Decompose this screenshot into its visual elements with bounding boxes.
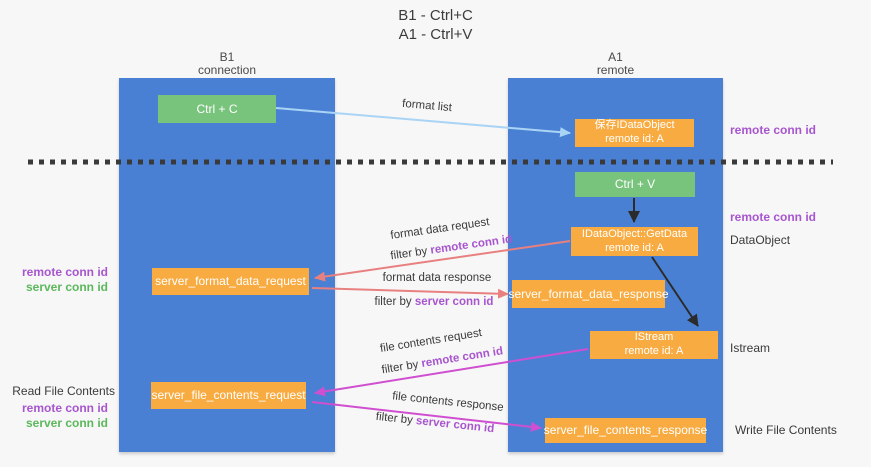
left-column-name: B1 [219,50,235,64]
ctrl-c-label: Ctrl + C [196,101,238,116]
format-data-response-label: format data response [382,272,492,284]
istream-line1: IStream [634,331,674,344]
bottom-left-remote-conn-id: remote conn id [21,401,108,415]
getdata-line1: IDataObject::GetData [581,227,688,240]
file-contents-response-label: file contents response [391,390,505,414]
server-format-data-response-box: server_format_data_response [508,280,669,308]
istream-box: IStream remote id: A [590,331,718,359]
left-server-conn-id: server conn id [25,280,108,294]
filter-server-conn-id-label-1: filter by server conn id [374,296,494,308]
server-format-data-response-label: server_format_data_response [508,286,669,301]
format-data-response-arrow [311,287,509,299]
save-dataobject-line1: 保存IDataObject [594,119,675,132]
read-file-contents-label: Read File Contents [12,384,115,398]
left-column-role: connection [197,63,257,77]
filter-prefix: filter by [380,358,420,377]
istream-line2: remote id: A [624,345,684,357]
dataobject-label: DataObject [730,233,791,247]
diagram-title: B1 - Ctrl+C A1 - Ctrl+V [0,6,871,44]
right-remote-conn-id-top: remote conn id [730,123,817,137]
filter-prefix: filter by [375,410,414,427]
remote-conn-id-key: remote conn id [429,233,513,257]
istream-side-label: Istream [730,341,771,355]
server-file-contents-response-label: server_file_contents_response [543,423,708,437]
ctrl-c-box: Ctrl + C [158,95,276,123]
filter-prefix: filter by [389,245,429,263]
right-remote-conn-id-mid: remote conn id [730,210,817,224]
write-file-contents-label: Write File Contents [735,423,837,437]
filter-prefix: filter by [374,296,412,308]
format-list-label: format list [401,97,453,115]
bottom-left-server-conn-id: server conn id [25,416,108,430]
ctrl-v-label: Ctrl + V [614,177,656,191]
server-format-data-request-box: server_format_data_request [152,268,309,295]
server-conn-id-key: server conn id [414,296,494,308]
server-file-contents-request-box: server_file_contents_request [151,382,306,409]
left-remote-conn-id: remote conn id [21,265,108,279]
right-column-name: A1 [608,50,623,64]
left-column-header: B1 connection [119,51,335,77]
save-dataobject-line2: remote id: A [605,133,664,145]
getdata-box: IDataObject::GetData remote id: A [571,227,698,256]
ctrl-v-box: Ctrl + V [575,172,695,197]
server-format-data-request-label: server_format_data_request [155,274,306,288]
title-line-1: B1 - Ctrl+C [398,7,473,24]
right-column-role: remote [596,63,635,77]
server-conn-id-key: server conn id [415,415,495,436]
getdata-line2: remote id: A [605,241,664,254]
filter-server-conn-id-label-2: filter by server conn id [375,411,496,435]
server-file-contents-request-label: server_file_contents_request [151,388,306,402]
save-dataobject-box: 保存IDataObject remote id: A [575,119,694,147]
remote-conn-id-key: remote conn id [420,345,504,371]
right-column-header: A1 remote [508,51,723,77]
title-line-2: A1 - Ctrl+V [398,26,473,43]
server-file-contents-response-box: server_file_contents_response [543,418,708,443]
